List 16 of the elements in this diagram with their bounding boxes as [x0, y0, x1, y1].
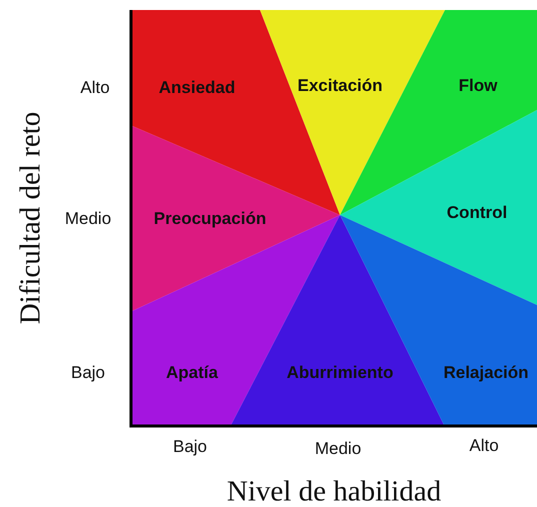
zone-label: Ansiedad [158, 78, 236, 98]
x-axis-title: Nivel de habilidad [226, 476, 442, 507]
y-tick-label: Alto [80, 78, 110, 98]
y-axis-title: Dificultad del reto [14, 112, 48, 324]
zone-label: Relajación [443, 363, 529, 383]
x-tick-label: Medio [314, 439, 362, 459]
zone-label: Preocupación [154, 209, 266, 229]
x-tick-label: Alto [469, 436, 499, 456]
zone-label: Apatía [166, 363, 218, 383]
zone-label: Flow [458, 76, 498, 96]
zone-label: Excitación [297, 76, 383, 96]
y-tick-label: Medio [64, 209, 112, 229]
zone-label: Control [446, 203, 508, 223]
x-tick-label: Bajo [172, 437, 208, 457]
y-tick-label: Bajo [70, 363, 106, 383]
zone-label: Aburrimiento [286, 363, 394, 383]
